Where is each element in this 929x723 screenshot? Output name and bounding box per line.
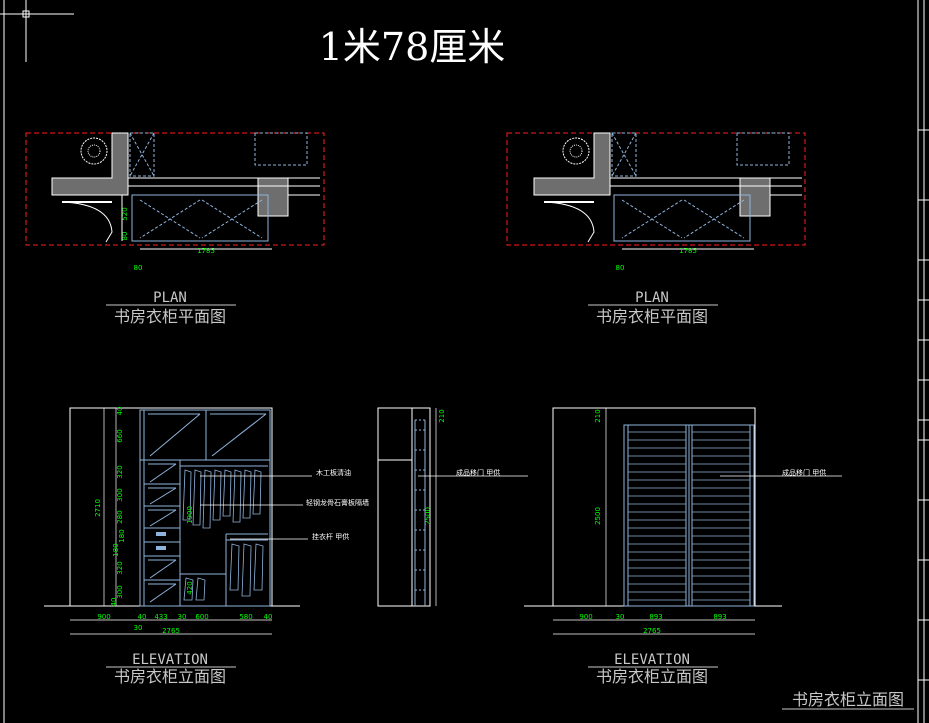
plan2-dim-left: 80 [616, 264, 625, 272]
plan-hidden-boundary [25, 132, 325, 246]
svg-text:30: 30 [178, 613, 187, 621]
sheet-label: 书房衣柜立面图 [792, 690, 904, 709]
plan1-label-en: PLAN [153, 290, 187, 306]
elev1-vertical-dims: 40 660 320 300 280 180 180 320 300 40 [110, 407, 126, 607]
svg-text:180: 180 [112, 543, 120, 556]
svg-text:893: 893 [713, 613, 726, 621]
svg-text:900: 900 [579, 613, 592, 621]
section-outline [377, 407, 431, 607]
plan2-label-en: PLAN [635, 290, 669, 306]
plan-hidden-boundary [506, 132, 806, 246]
elev2-label-en: ELEVATION [614, 652, 690, 668]
elev1-dim-sub: 30 [134, 624, 143, 632]
svg-text:40: 40 [110, 598, 118, 607]
elev1-dim-hanger: 1900 [186, 506, 194, 524]
elevation-view-1: 木工板清油 轻钢龙骨石膏板隔墙 挂衣杆 甲供 2710 40 660 320 3… [44, 407, 369, 686]
plan-view-1: 1785 80 520 80 PLAN 书房衣柜平面图 [25, 132, 325, 326]
crosshair-cursor-icon [0, 0, 74, 62]
section-view: 210 2500 成品移门 甲供 [377, 407, 528, 607]
plan-wall [533, 132, 611, 196]
elev2-total-width: 2765 [643, 627, 661, 635]
plan1-dim-width: 1785 [197, 247, 215, 255]
section-dim-top: 210 [438, 409, 446, 422]
elev2-label-cn: 书房衣柜立面图 [596, 667, 708, 686]
svg-text:280: 280 [116, 510, 124, 523]
svg-text:300: 300 [116, 488, 124, 501]
section-dim-height: 2500 [424, 507, 432, 525]
plan2-dim-width: 1785 [679, 247, 697, 255]
plan-view-2: 1785 80 PLAN 书房衣柜平面图 [506, 132, 806, 326]
plan2-label-cn: 书房衣柜平面图 [596, 307, 708, 326]
elev1-callout-2: 轻钢龙骨石膏板隔墙 [306, 498, 369, 507]
plan1-label-cn: 书房衣柜平面图 [114, 307, 226, 326]
elev1-dim-lower: 420 [186, 581, 194, 594]
title-block [917, 0, 929, 723]
svg-text:600: 600 [195, 613, 208, 621]
elev1-label-en: ELEVATION [132, 652, 208, 668]
svg-text:180: 180 [118, 529, 126, 542]
svg-text:900: 900 [97, 613, 110, 621]
elev1-label-cn: 书房衣柜立面图 [114, 667, 226, 686]
elev2-bottom-dims: 900 30 893 893 [579, 613, 726, 621]
plan-wardrobe [131, 194, 269, 242]
plan-wardrobe [613, 194, 751, 242]
elev1-total-width: 2765 [162, 627, 180, 635]
elevation-view-2: 成品移门 甲供 210 2500 900 30 893 893 2765 ELE… [524, 407, 842, 686]
elev2-dim-height: 2500 [594, 507, 602, 525]
elev1-callout-1: 木工板清油 [316, 468, 351, 477]
plan-wall [51, 132, 129, 196]
svg-text:300: 300 [116, 585, 124, 598]
svg-text:40: 40 [116, 407, 124, 416]
svg-text:433: 433 [154, 613, 167, 621]
elev2-callout: 成品移门 甲供 [782, 468, 826, 477]
svg-text:30: 30 [616, 613, 625, 621]
plan1-dim-depth: 520 [121, 207, 129, 220]
svg-text:320: 320 [116, 465, 124, 478]
section-slider-rail [414, 419, 426, 606]
plant-icon [80, 137, 108, 165]
plant-icon [562, 137, 590, 165]
svg-text:40: 40 [264, 613, 273, 621]
elev2-dim-top: 210 [594, 409, 602, 422]
drawing-title: 1米78厘米 [319, 25, 506, 69]
svg-text:320: 320 [116, 561, 124, 574]
plan1-dim-depth2: 80 [121, 232, 129, 241]
svg-text:660: 660 [116, 429, 124, 442]
elev1-callout-3: 挂衣杆 甲供 [312, 532, 349, 541]
svg-text:893: 893 [649, 613, 662, 621]
elev1-bottom-dims: 900 40 433 30 600 580 40 [97, 613, 272, 621]
elev1-wardrobe [139, 409, 271, 607]
svg-text:40: 40 [138, 613, 147, 621]
door-louvres [628, 431, 750, 601]
section-callout: 成品移门 甲供 [456, 468, 500, 477]
svg-text:580: 580 [239, 613, 252, 621]
plan1-dim-left: 80 [134, 264, 143, 272]
elev1-total-height: 2710 [94, 499, 102, 517]
hanging-clothes-icon [182, 469, 262, 529]
